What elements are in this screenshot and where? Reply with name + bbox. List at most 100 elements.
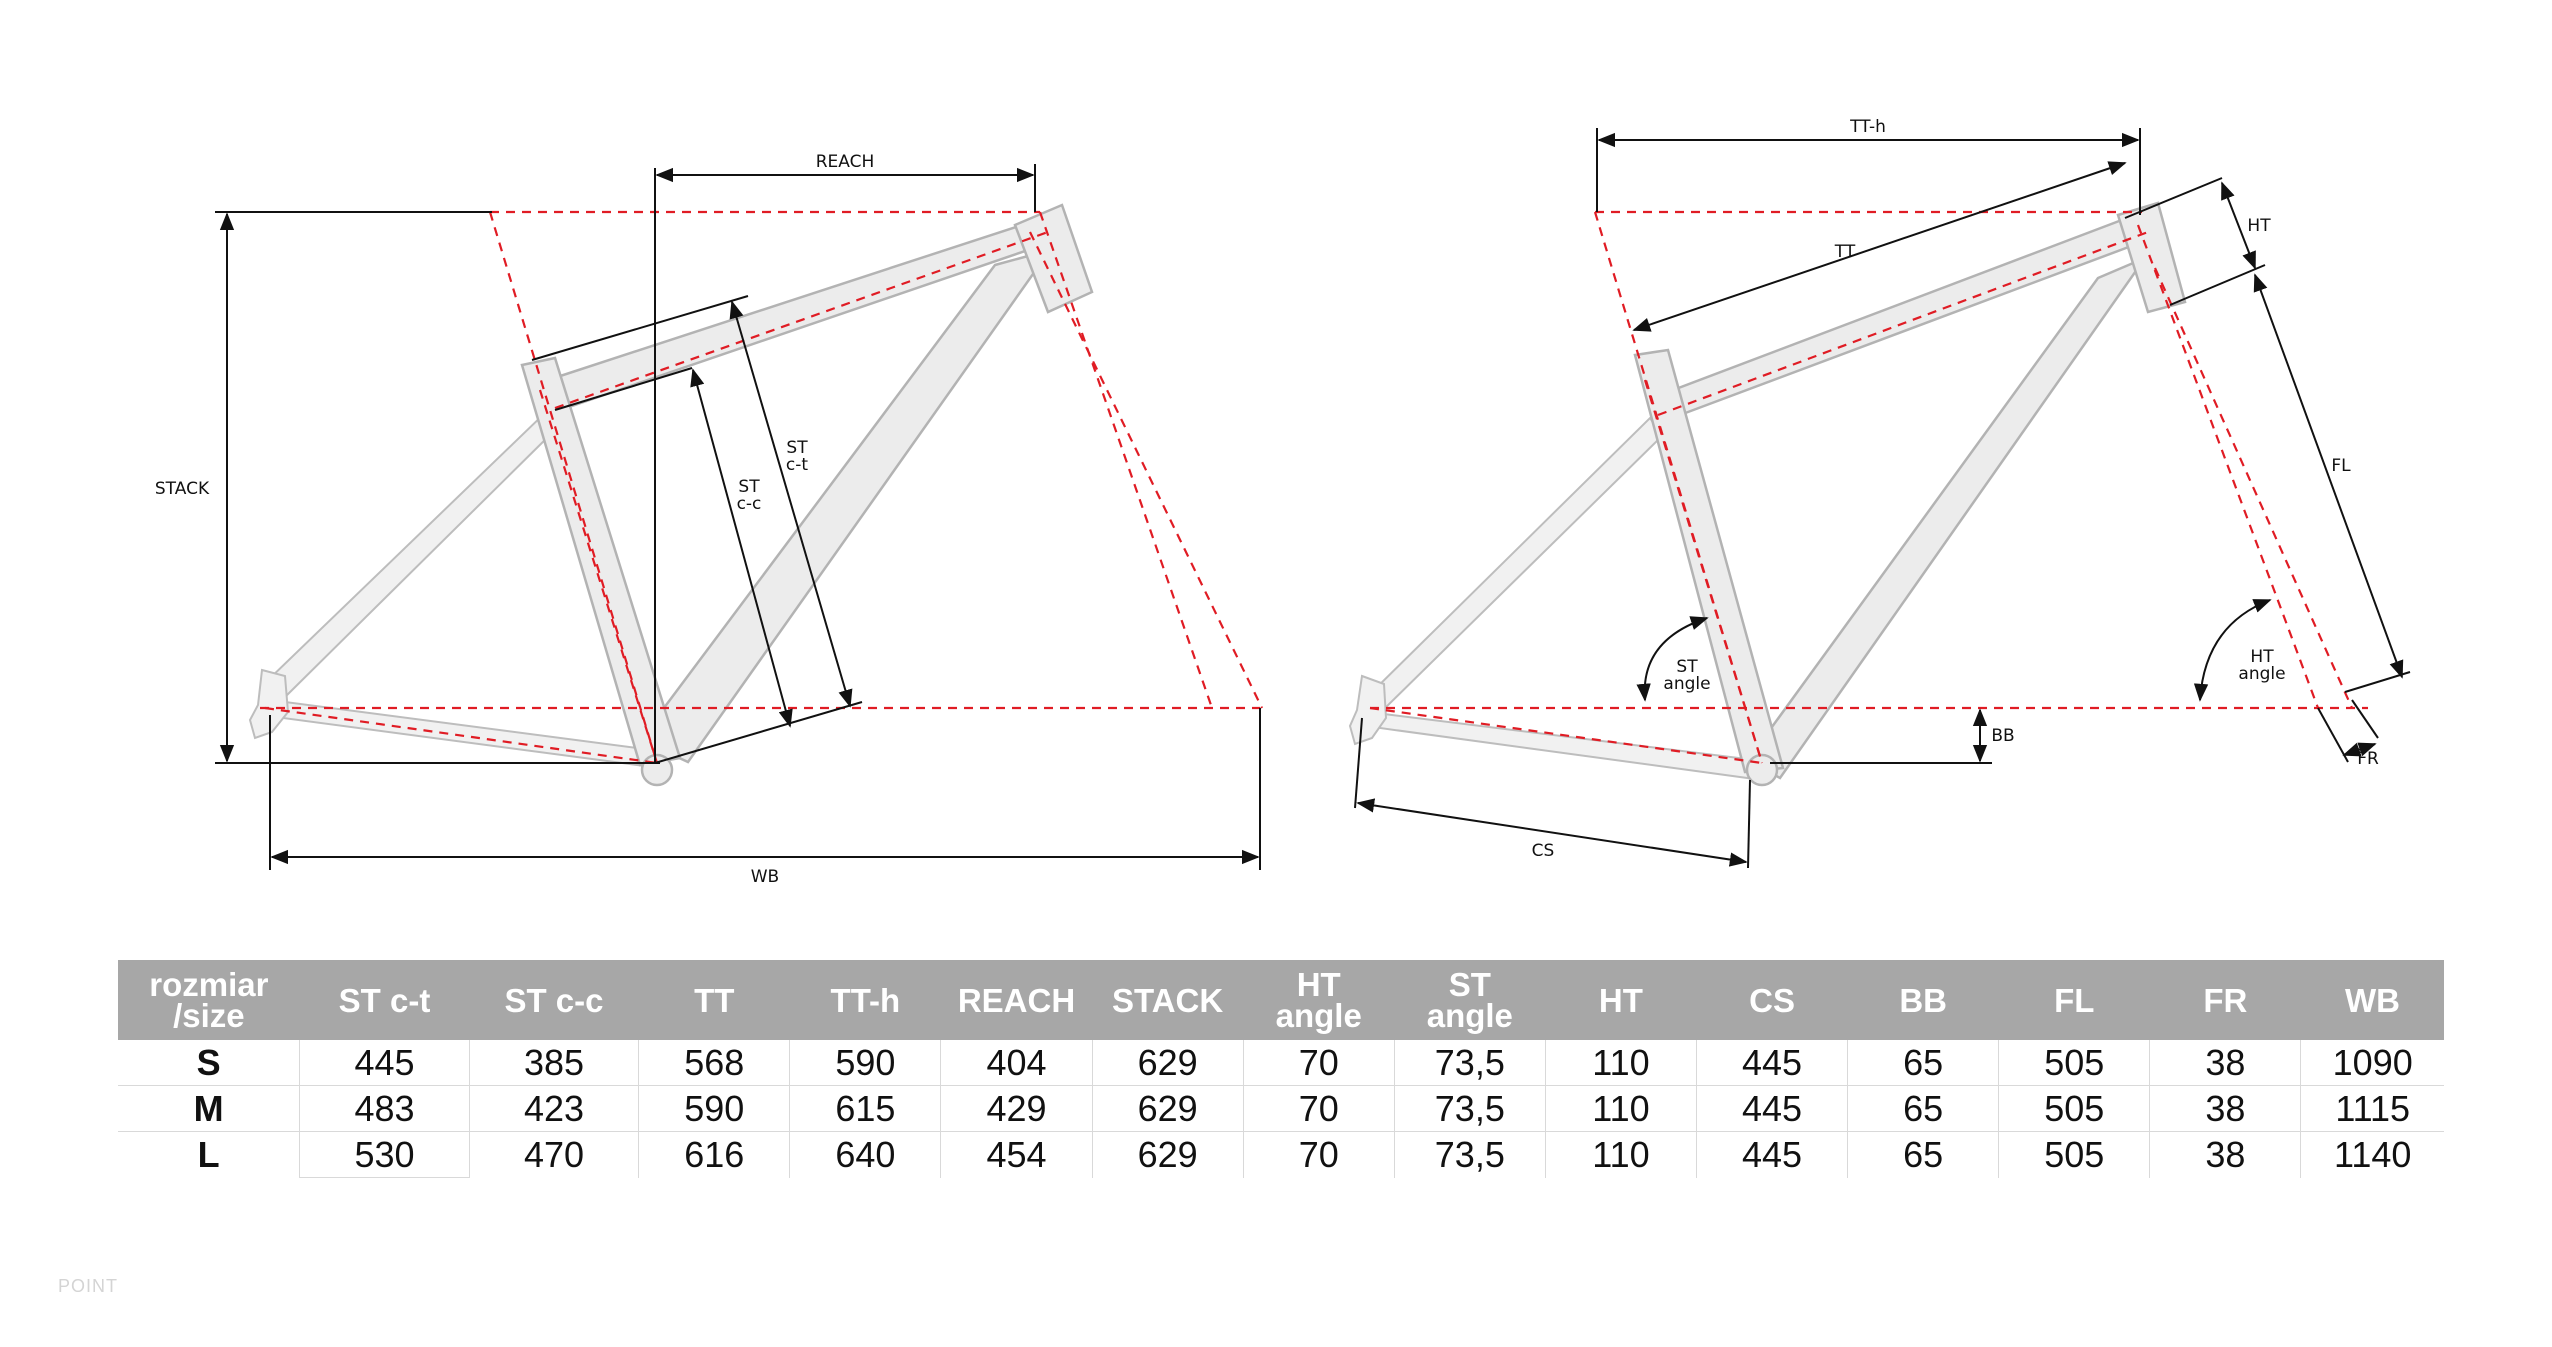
geometry-diagram: REACH STACK ST c-t ST c-c WB — [155, 117, 2411, 887]
column-header-line: rozmiar — [149, 966, 269, 1003]
table-cell: 629 — [1091, 1040, 1244, 1086]
label-bb: BB — [1991, 726, 2014, 746]
label-st-cc-line1: ST — [738, 477, 760, 497]
table-cell: 1140 — [2300, 1131, 2444, 1178]
column-header: rozmiar/size — [118, 960, 300, 1040]
column-header: STACK — [1092, 960, 1244, 1040]
column-header-line: TT-h — [830, 981, 901, 1019]
column-header: FL — [1998, 960, 2150, 1040]
table-cell: 429 — [940, 1085, 1093, 1132]
column-header-line: HT — [1598, 981, 1643, 1019]
table-cell: 445 — [299, 1040, 470, 1086]
column-header: ST c-c — [469, 960, 639, 1040]
size-cell: S — [118, 1040, 300, 1086]
label-st-ct-line2: c-t — [786, 455, 808, 475]
table-cell: 65 — [1847, 1131, 1999, 1178]
label-ht-angle-line2: angle — [2238, 664, 2285, 684]
right-labels: TT-h TT HT FL ST angle HT angle BB FR CS — [1532, 117, 2379, 861]
column-header: WB — [2300, 960, 2444, 1040]
size-cell: L — [197, 1133, 220, 1175]
column-header-line: /size — [173, 997, 245, 1034]
table-cell: 73,5 — [1393, 1131, 1546, 1178]
label-tt-h: TT-h — [1849, 117, 1886, 137]
column-header-line: FR — [2203, 981, 2248, 1019]
column-header-line: TT — [694, 981, 735, 1019]
column-header-line: FL — [2054, 981, 2095, 1019]
column-header: ST c-t — [299, 960, 470, 1040]
table-cell: 505 — [1998, 1131, 2150, 1178]
column-header-line: angle — [1275, 997, 1362, 1034]
table-cell: 65 — [1847, 1085, 1999, 1132]
column-header-line: ST c-c — [504, 981, 604, 1019]
column-header-line: BB — [1899, 981, 1947, 1019]
table-cell: 568 — [638, 1040, 790, 1086]
label-st-angle-line1: ST — [1676, 657, 1698, 677]
label-st-angle-line2: angle — [1663, 674, 1710, 694]
label-stack: STACK — [155, 479, 210, 499]
table-header-row: rozmiar/size ST c-t ST c-c TT TT-h REACH STACK… — [118, 960, 2444, 1040]
table-cell: 470 — [468, 1131, 639, 1178]
left-reference-lines — [260, 210, 1263, 765]
table-cell: 110 — [1544, 1131, 1697, 1178]
table-cell: 1090 — [2300, 1040, 2444, 1086]
left-dimensions — [215, 164, 1261, 870]
table-cell: 615 — [789, 1085, 941, 1132]
label-tt: TT — [1834, 242, 1856, 262]
table-cell: 404 — [940, 1040, 1093, 1086]
table-cell: 445 — [1695, 1085, 1848, 1132]
table-cell: 590 — [789, 1040, 941, 1086]
table-cell: 38 — [2149, 1131, 2301, 1178]
table-cell: 505 — [1998, 1040, 2150, 1086]
column-header-line: STACK — [1111, 981, 1224, 1019]
left-labels: REACH STACK ST c-t ST c-c WB — [155, 152, 874, 887]
table-cell: 70 — [1242, 1131, 1395, 1178]
table-cell: 590 — [638, 1085, 790, 1132]
left-frame — [248, 203, 1094, 787]
column-header-line: HT — [1296, 966, 1341, 1003]
table-cell: 65 — [1847, 1040, 1999, 1086]
table-cell: 70 — [1242, 1085, 1395, 1132]
label-st-ct-line1: ST — [786, 438, 808, 458]
column-header-line: ST — [1448, 966, 1491, 1003]
table-cell: 385 — [468, 1040, 639, 1086]
column-header-line: CS — [1749, 981, 1795, 1019]
table-cell: 454 — [940, 1131, 1093, 1178]
label-fl: FL — [2331, 456, 2351, 476]
column-header: TT — [638, 960, 790, 1040]
geometry-table: rozmiar/size ST c-t ST c-c TT TT-h REACH STACK… — [118, 960, 2444, 1178]
brand-watermark: POINT — [58, 1276, 119, 1296]
column-header: FR — [2149, 960, 2301, 1040]
right-dimensions — [1354, 128, 2411, 869]
table-cell: 73,5 — [1393, 1085, 1546, 1132]
table-cell: 445 — [1695, 1040, 1848, 1086]
label-fr: FR — [2357, 749, 2379, 769]
column-header: CS — [1696, 960, 1848, 1040]
column-header-line: ST c-t — [338, 981, 431, 1019]
table-cell: 38 — [2149, 1040, 2301, 1086]
table-cell: 423 — [468, 1085, 639, 1132]
table-cell: 73,5 — [1393, 1040, 1546, 1086]
table-cell: 530 — [299, 1131, 470, 1178]
column-header-line: angle — [1426, 997, 1513, 1034]
column-header: REACH — [940, 960, 1093, 1040]
size-cell: M — [118, 1085, 300, 1132]
column-header: TT-h — [789, 960, 941, 1040]
table-cell: 640 — [789, 1131, 941, 1178]
right-reference-lines — [1369, 210, 2368, 765]
label-cs: CS — [1532, 841, 1555, 861]
column-header-line: REACH — [957, 981, 1076, 1019]
table-cell: 616 — [638, 1131, 790, 1178]
table-cell: 629 — [1091, 1085, 1244, 1132]
table-cell: 629 — [1091, 1131, 1244, 1178]
label-ht-angle-line1: HT — [2250, 647, 2274, 667]
label-wb: WB — [751, 867, 779, 887]
label-reach: REACH — [816, 152, 875, 172]
table-cell: 505 — [1998, 1085, 2150, 1132]
right-frame — [1348, 201, 2187, 787]
